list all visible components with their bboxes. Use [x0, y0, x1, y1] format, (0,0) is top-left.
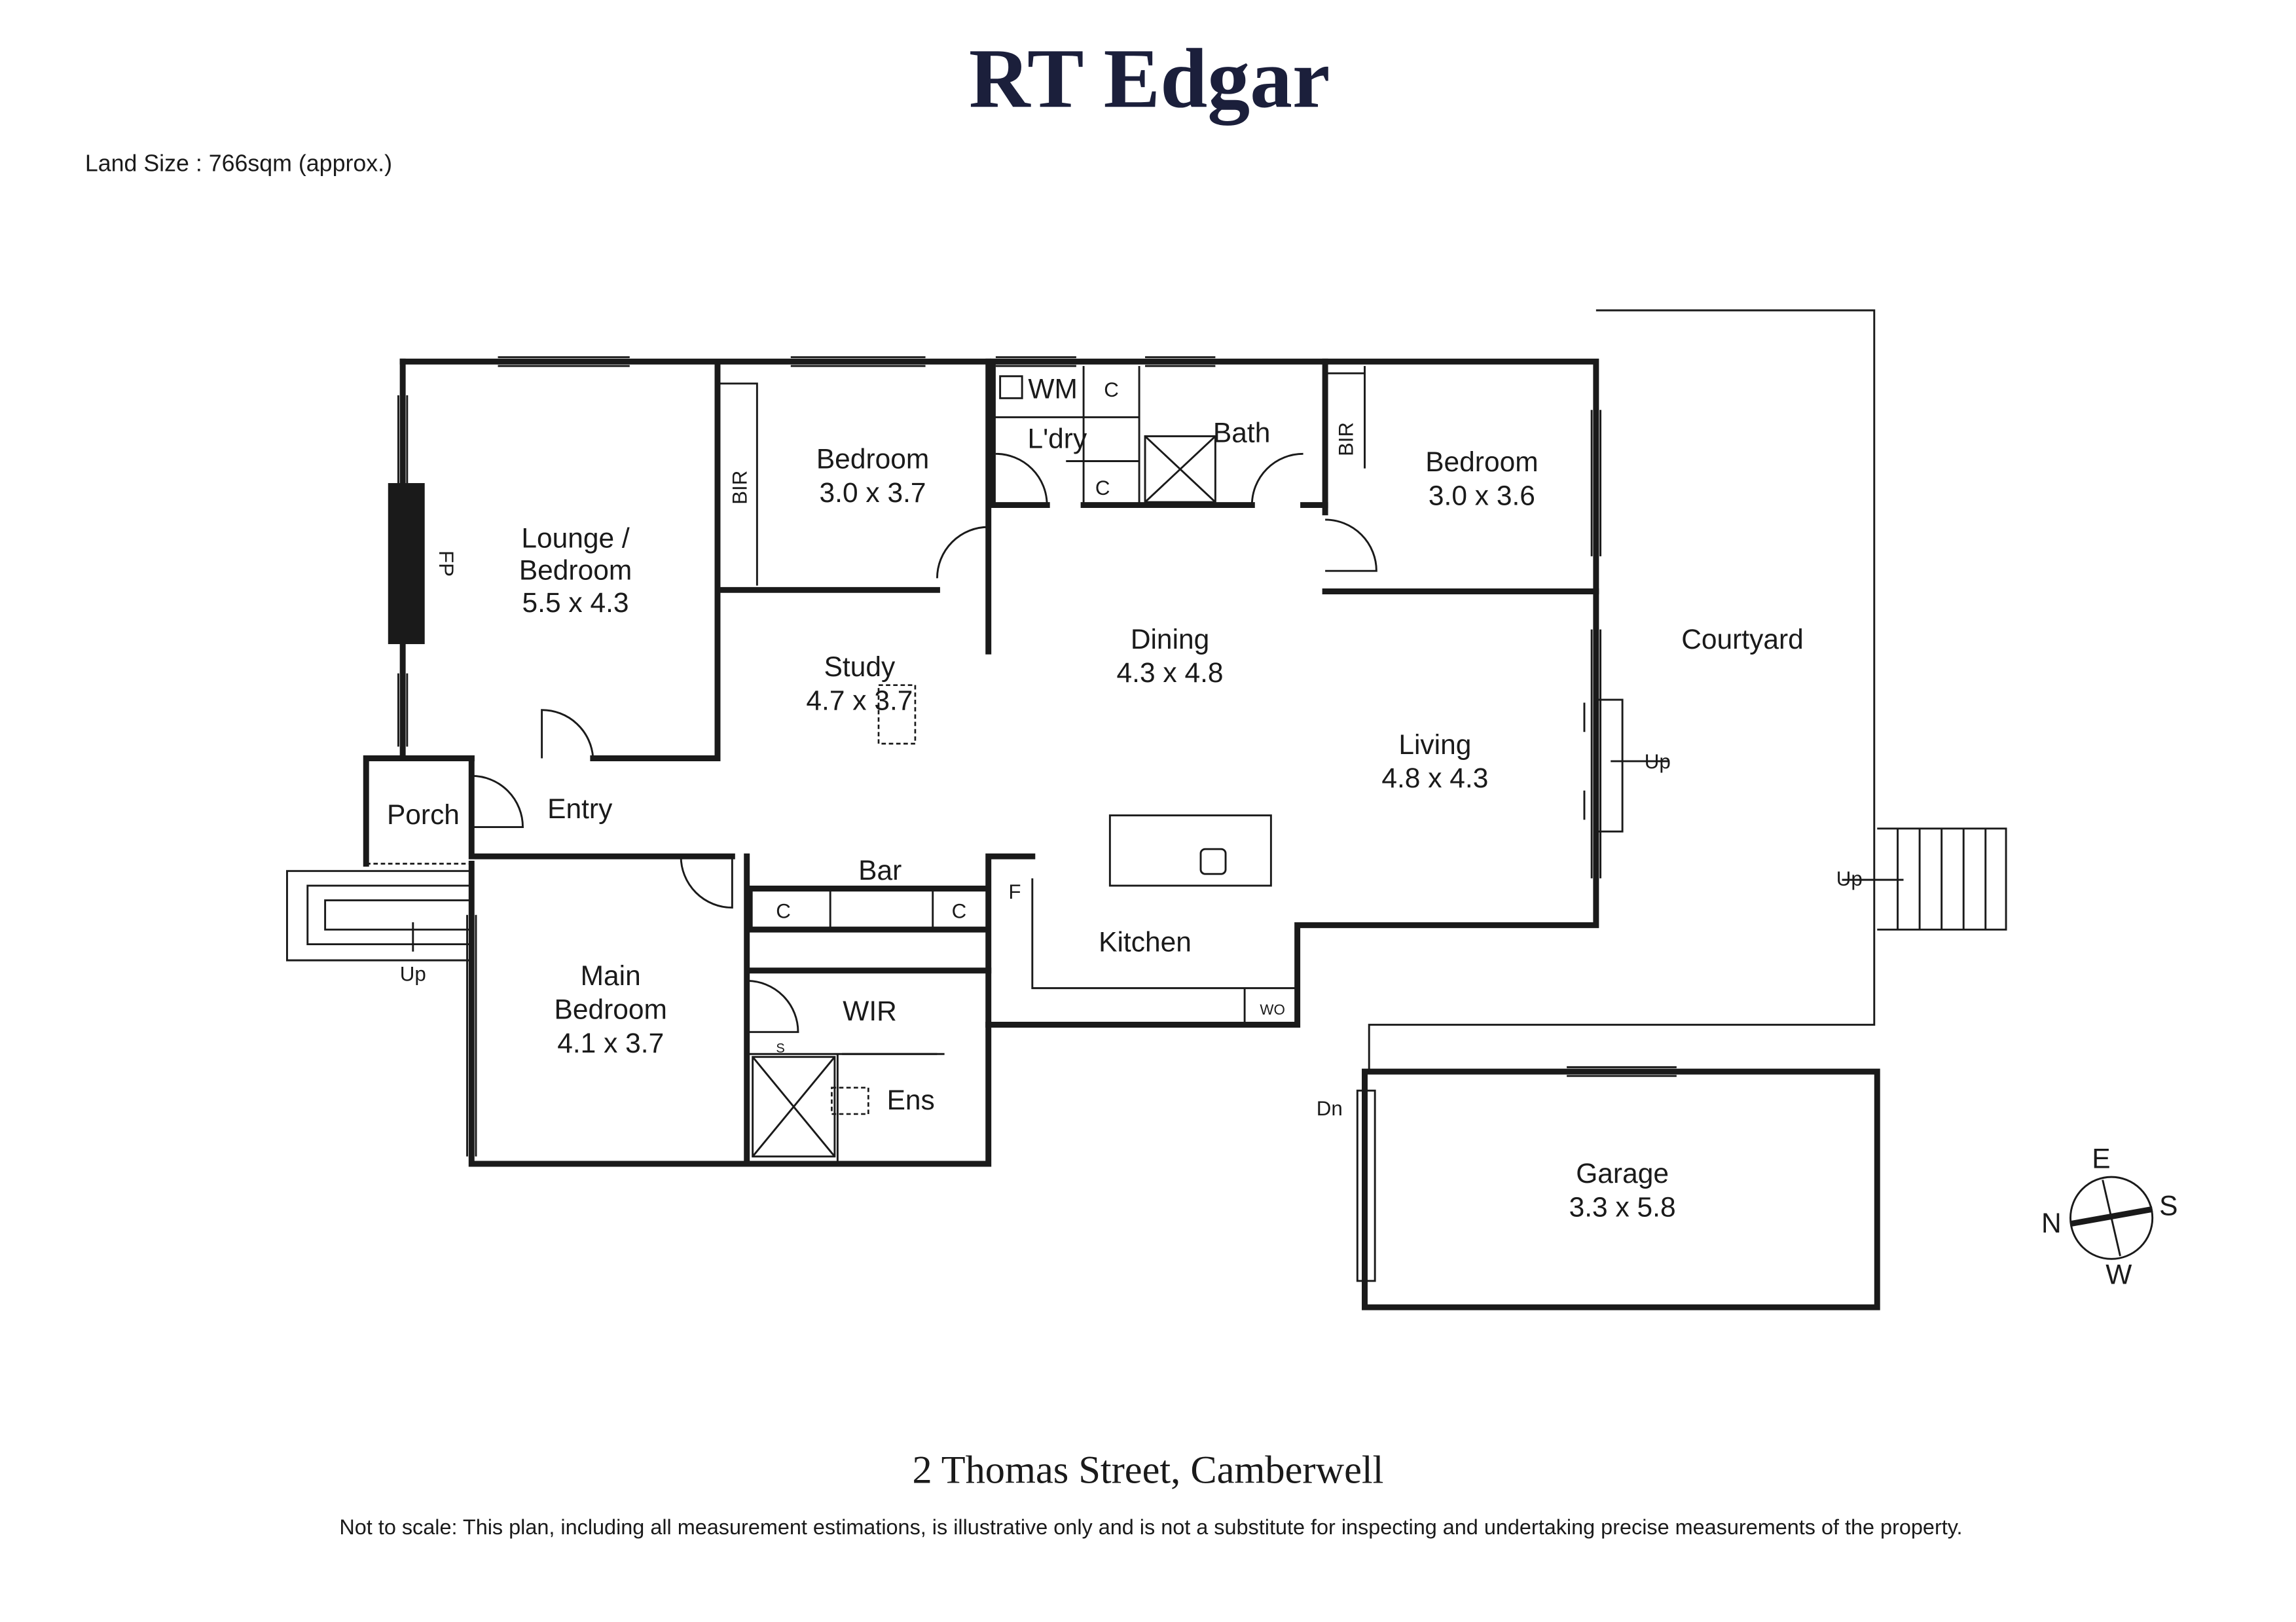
room-main-bedroom-2: Bedroom — [555, 995, 667, 1026]
room-bedroom-2-size: 3.0 x 3.6 — [1429, 481, 1535, 512]
bir-label: BIR — [729, 471, 752, 505]
room-study-size: 4.7 x 3.7 — [806, 686, 913, 717]
room-main-bedroom-size: 4.1 x 3.7 — [557, 1028, 664, 1059]
room-labels: Lounge / Bedroom 5.5 x 4.3 Bedroom 3.0 x… — [387, 418, 1804, 1223]
room-lounge: Lounge / — [521, 523, 630, 554]
room-bedroom-2: Bedroom — [1425, 447, 1538, 478]
room-kitchen: Kitchen — [1099, 928, 1192, 958]
compass-west: W — [2105, 1259, 2132, 1290]
fridge-label: F — [1008, 880, 1021, 903]
room-bar: Bar — [858, 856, 902, 886]
wall-oven-label: WO — [1260, 1001, 1285, 1018]
room-bedroom-1-size: 3.0 x 3.7 — [820, 478, 926, 509]
room-bedroom-1: Bedroom — [816, 444, 929, 475]
land-size: Land Size : 766sqm (approx.) — [85, 151, 392, 177]
room-dining-size: 4.3 x 4.8 — [1117, 658, 1224, 689]
room-entry: Entry — [547, 794, 613, 825]
up-label-3: Up — [400, 962, 426, 985]
room-dining: Dining — [1131, 624, 1209, 655]
cupboard-label: C — [1104, 378, 1119, 401]
compass-north: N — [2041, 1208, 2062, 1239]
compass-east: E — [2092, 1144, 2110, 1175]
cupboard-label-2: C — [1095, 477, 1110, 499]
room-porch: Porch — [387, 800, 460, 831]
cupboard-label-3: C — [776, 899, 791, 922]
room-ens: Ens — [887, 1085, 935, 1116]
room-lounge-2: Bedroom — [519, 556, 632, 586]
room-lounge-size: 5.5 x 4.3 — [522, 588, 629, 619]
room-garage: Garage — [1576, 1159, 1669, 1189]
compass: E S N W — [2041, 1144, 2178, 1291]
fixture-labels: BIR BIR FP WM C C C C F WO S Up Up Up Dn — [400, 374, 1863, 1120]
room-living-size: 4.8 x 4.3 — [1381, 763, 1488, 794]
room-main-bedroom: Main — [581, 961, 641, 992]
wm-label: WM — [1028, 374, 1078, 405]
room-courtyard: Courtyard — [1681, 624, 1804, 655]
disclaimer: Not to scale: This plan, including all m… — [339, 1515, 1962, 1539]
room-study: Study — [824, 652, 896, 683]
fireplace-label: FP — [435, 550, 458, 577]
cupboard-label-4: C — [952, 899, 967, 922]
down-label: Dn — [1317, 1097, 1343, 1120]
room-living: Living — [1398, 730, 1471, 761]
shelf-label: S — [776, 1041, 784, 1056]
bir-label-2: BIR — [1335, 422, 1358, 456]
room-laundry: L'dry — [1027, 424, 1087, 454]
room-wir: WIR — [843, 996, 897, 1027]
room-bath: Bath — [1213, 418, 1270, 448]
walls — [286, 309, 2007, 1310]
up-label: Up — [1645, 750, 1671, 773]
up-label-2: Up — [1836, 867, 1863, 890]
compass-south: S — [2159, 1191, 2178, 1221]
property-address: 2 Thomas Street, Camberwell — [913, 1449, 1384, 1492]
brand-logo: RT Edgar — [969, 31, 1330, 126]
room-garage-size: 3.3 x 5.8 — [1569, 1193, 1676, 1223]
